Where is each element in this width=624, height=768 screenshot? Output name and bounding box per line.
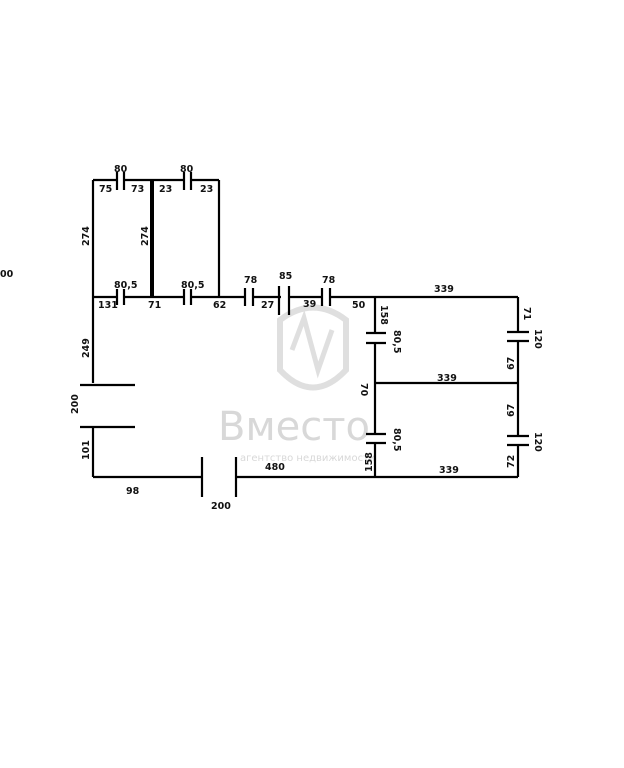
watermark-tagline: агентство недвижимости [240, 453, 375, 464]
label: 00 [0, 269, 14, 280]
label: 67 [506, 404, 517, 417]
label: 23 [200, 184, 213, 195]
label: 70 [358, 383, 369, 397]
label: 80 [114, 164, 128, 175]
label: 120 [532, 432, 543, 452]
watermark-logo [277, 304, 349, 391]
watermark-brand: Вместо [218, 404, 370, 450]
label: 200 [70, 394, 81, 414]
label: 158 [378, 305, 389, 325]
label: 200 [211, 501, 231, 512]
label: 131 [98, 300, 118, 311]
label: 67 [506, 357, 517, 370]
label: 339 [434, 284, 454, 295]
label: 71 [148, 300, 161, 311]
label: 50 [352, 300, 366, 311]
label: 249 [81, 338, 92, 358]
label: 85 [279, 271, 292, 282]
label: 101 [81, 440, 92, 460]
label: 98 [126, 486, 140, 497]
dimension-labels: 00 80 75 73 80 23 23 274 274 80,5 80,5 1… [0, 164, 543, 512]
label: 80 [180, 164, 194, 175]
label: 78 [244, 275, 258, 286]
label: 480 [265, 462, 285, 473]
label: 72 [506, 455, 517, 468]
label: 71 [521, 307, 532, 320]
label: 339 [437, 373, 457, 384]
label: 120 [532, 329, 543, 349]
label: 274 [140, 226, 151, 246]
label: 27 [261, 300, 274, 311]
label: 80,5 [391, 330, 402, 353]
label: 80,5 [114, 280, 137, 291]
label: 75 [99, 184, 112, 195]
label: 80,5 [181, 280, 204, 291]
label: 158 [364, 452, 375, 472]
label: 23 [159, 184, 172, 195]
walls [80, 172, 529, 497]
label: 339 [439, 465, 459, 476]
label: 39 [303, 299, 316, 310]
label: 73 [131, 184, 144, 195]
label: 78 [322, 275, 336, 286]
label: 274 [81, 226, 92, 246]
label: 80,5 [391, 428, 402, 451]
label: 62 [213, 300, 226, 311]
